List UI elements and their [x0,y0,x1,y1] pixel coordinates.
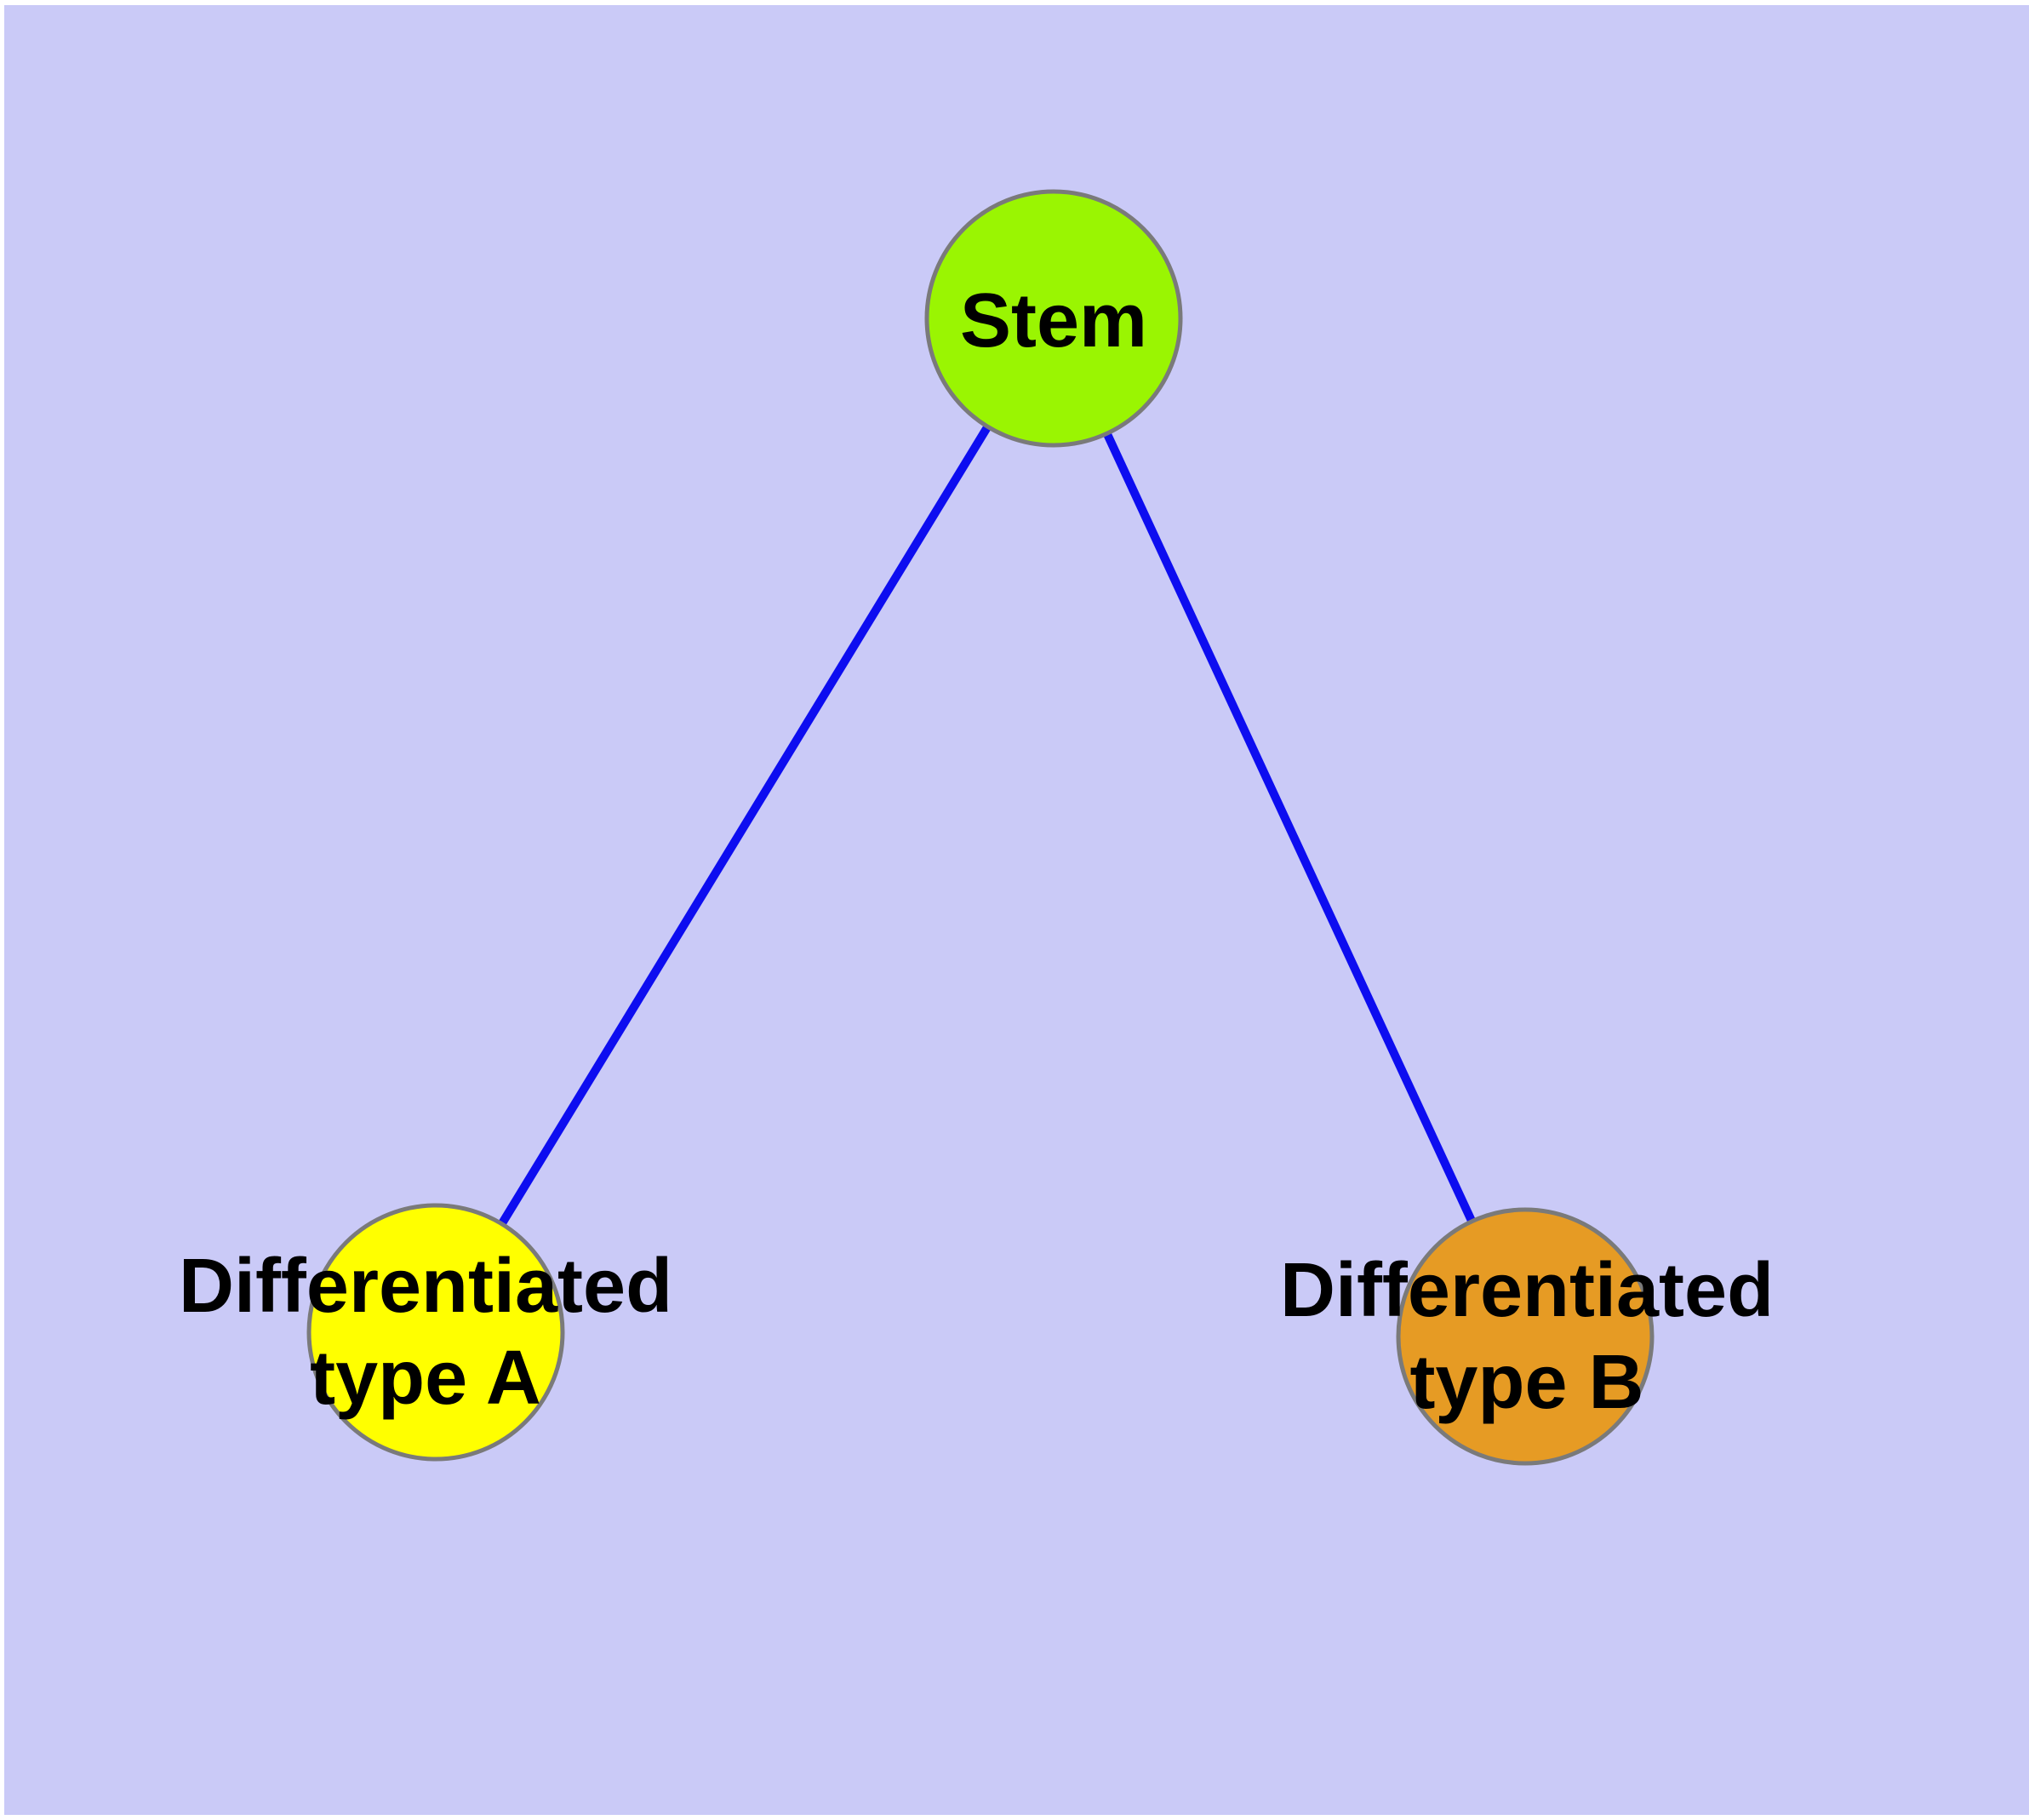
differentiated-type-b-label-line1: Differentiated [1279,1248,1775,1333]
differentiated-type-a-node-label: Differentiated type A [179,1240,672,1424]
edge-stem-to-type-a [432,316,1058,1335]
stem-node-label: Stem [960,275,1147,367]
differentiated-type-a-label-line2: type A [310,1336,541,1421]
edge-stem-to-type-b [1049,316,1529,1339]
differentiated-type-b-node-label: Differentiated type B [1280,1245,1774,1428]
differentiated-type-a-node-circle [306,1203,565,1462]
differentiated-type-b-label-line2: type B [1409,1340,1644,1425]
differentiated-type-a-label-line1: Differentiated [178,1244,673,1329]
stem-node-label-text: Stem [959,278,1148,363]
differentiated-type-b-node-circle [1396,1207,1655,1466]
stem-node-circle [924,189,1183,448]
